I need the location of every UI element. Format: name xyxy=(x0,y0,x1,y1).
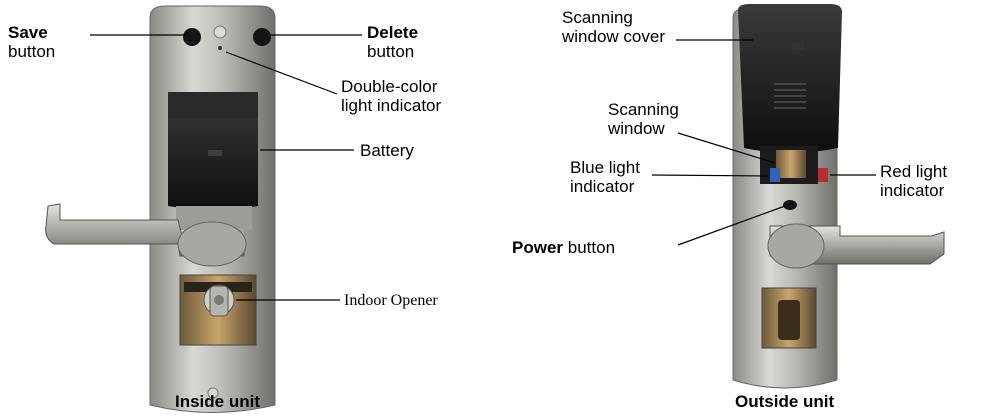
light-indicator-dot xyxy=(218,46,222,50)
save-button-label: Save button xyxy=(8,23,56,61)
screw-icon xyxy=(213,25,227,39)
delete-button-label: Delete button xyxy=(367,23,419,61)
scanning-window-cover-label: Scanning window cover xyxy=(562,8,665,46)
battery-label: Battery xyxy=(360,141,414,160)
double-color-light-label: Double-color light indicator xyxy=(341,77,442,115)
red-light-label: Red light indicator xyxy=(880,162,948,200)
red-light-dot xyxy=(818,168,828,182)
inside-unit-caption: Inside unit xyxy=(175,392,260,411)
power-button-dot xyxy=(783,200,797,210)
power-button-label: Power button xyxy=(512,238,616,257)
outside-unit-photo xyxy=(732,4,945,389)
blue-light-dot xyxy=(770,168,780,182)
outside-unit-caption: Outside unit xyxy=(735,392,835,411)
delete-button-dot xyxy=(253,28,271,46)
inside-unit-photo xyxy=(45,5,276,413)
bottom-screw-icon xyxy=(207,387,219,399)
leader-lines xyxy=(90,34,876,301)
blue-light-label: Blue light indicator xyxy=(570,158,640,196)
save-button-dot xyxy=(183,28,201,46)
indoor-opener-label: Indoor Opener xyxy=(344,292,438,309)
scanning-window-label: Scanning window xyxy=(608,100,679,138)
